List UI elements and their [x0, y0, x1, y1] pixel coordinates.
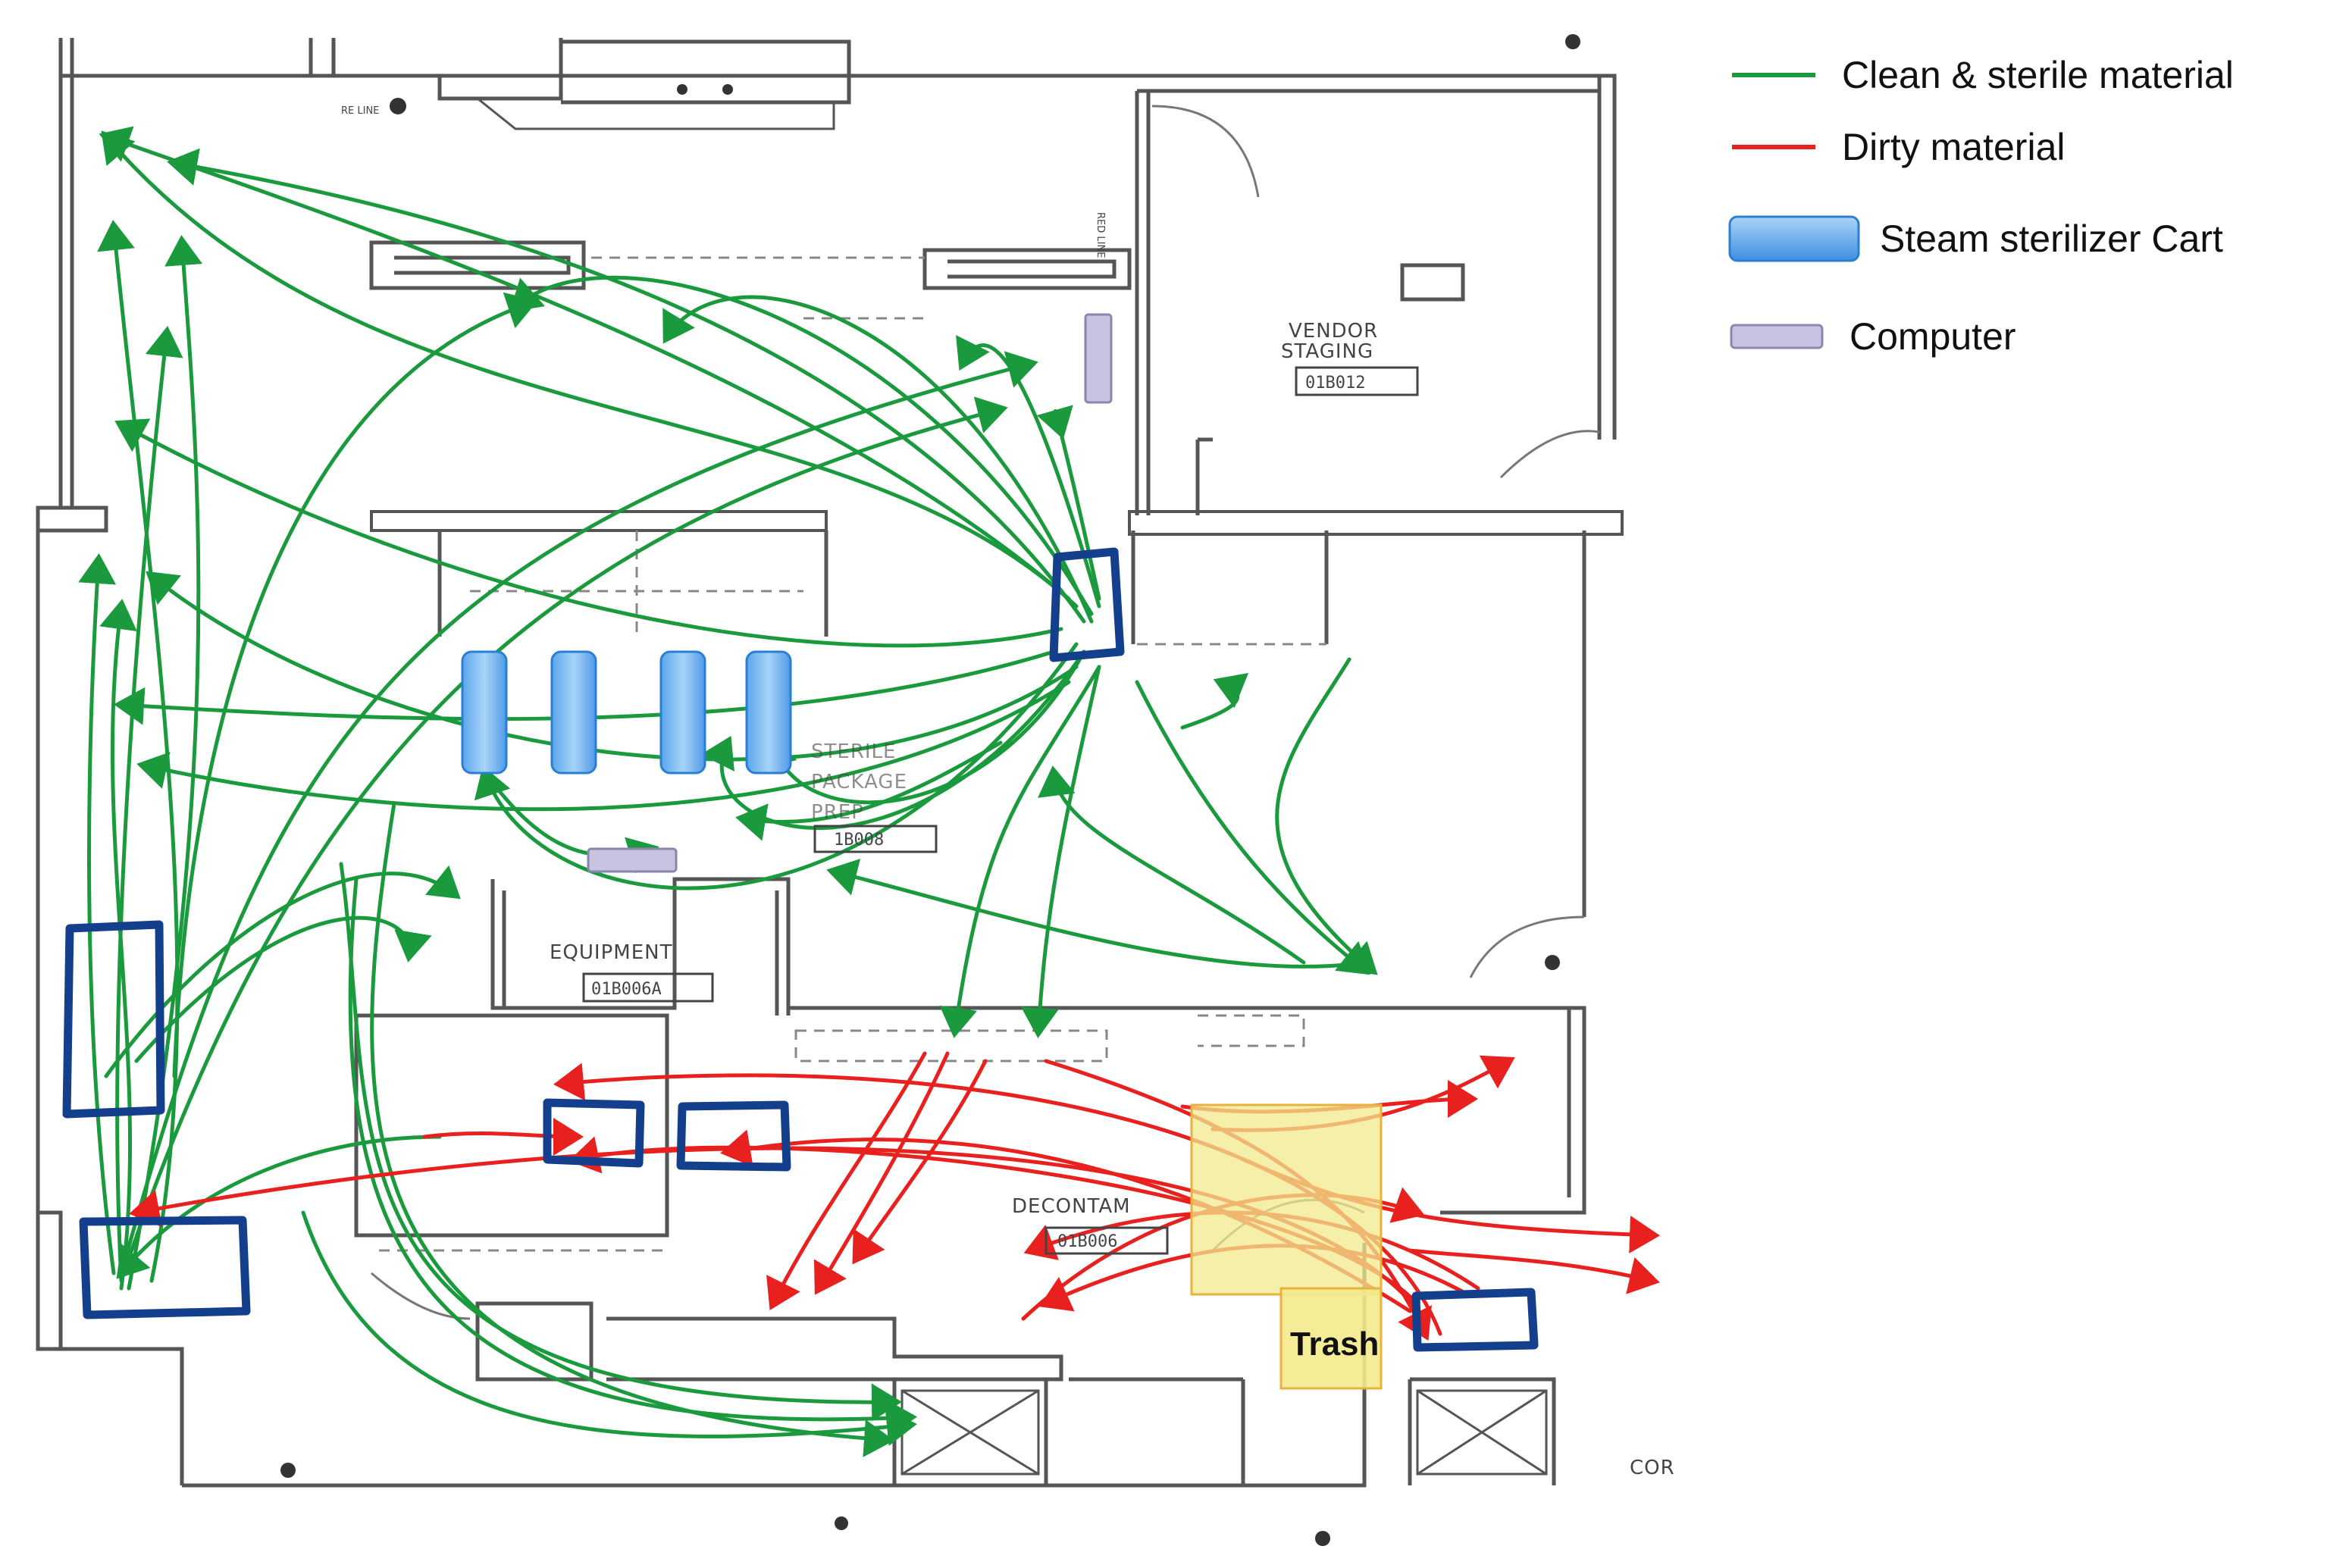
dashed-guides	[379, 256, 1326, 1252]
decontam-id: 01B006	[1057, 1232, 1117, 1251]
trash-label: Trash	[1290, 1325, 1379, 1363]
blue-markers	[62, 547, 1539, 1352]
vendor-staging-label-line2: STAGING	[1281, 340, 1373, 363]
walls	[36, 38, 1624, 1488]
fixture-dots	[280, 34, 1580, 1546]
computers	[587, 313, 1113, 873]
sterilizer-cart-2	[550, 650, 597, 775]
legend-computer-label: Computer	[1849, 315, 2016, 358]
legend-clean-swatch	[1732, 73, 1815, 77]
steam-sterilizer-carts	[461, 650, 792, 775]
equipment-id: 01B006A	[591, 980, 662, 999]
sterile-label-line1: STERILE	[811, 740, 896, 763]
equipment-label: EQUIPMENT	[550, 941, 672, 964]
marker-sterile-entry	[1049, 547, 1125, 662]
cor-label: COR	[1630, 1457, 1675, 1479]
marker-decon-right	[1411, 1288, 1539, 1352]
room-labels: VENDOR STAGING 01B012 STERILE PACKAGE PR…	[341, 105, 1675, 1479]
decontam-label: DECONTAM	[1012, 1195, 1131, 1218]
legend-cart-label: Steam sterilizer Cart	[1880, 218, 2223, 260]
sterile-package-id: 1B008	[834, 831, 884, 850]
legend-cart: Steam sterilizer Cart	[1728, 212, 2223, 265]
trash-area	[1190, 1103, 1383, 1390]
legend-computer-swatch	[1730, 324, 1824, 349]
legend-clean: Clean & sterile material	[1728, 53, 2234, 97]
marker-bottom-left	[79, 1216, 251, 1319]
clean-material-paths	[78, 126, 1378, 1457]
sterile-label-line3: PREP	[811, 801, 864, 824]
legend-dirty-label: Dirty material	[1842, 126, 2066, 168]
legend-computer: Computer	[1728, 315, 2016, 358]
marker-decon-1	[543, 1098, 645, 1168]
sterilizer-cart-3	[659, 650, 706, 775]
computer-sterile	[587, 847, 678, 873]
sterilizer-cart-1	[461, 650, 508, 775]
marker-left-wall	[62, 920, 165, 1119]
legend-dirty-swatch	[1732, 145, 1815, 149]
legend-clean-label: Clean & sterile material	[1842, 54, 2234, 96]
vendor-staging-label-line1: VENDOR	[1289, 320, 1378, 343]
reline-label: RE LINE	[341, 105, 379, 117]
sterile-label-line2: PACKAGE	[811, 771, 907, 793]
marker-decon-2	[676, 1100, 791, 1172]
red-line-label: RED LINE	[1095, 212, 1106, 258]
legend-cart-swatch	[1728, 215, 1860, 262]
sterilizer-cart-4	[745, 650, 792, 775]
vendor-staging-id: 01B012	[1305, 374, 1365, 393]
legend-dirty: Dirty material	[1728, 125, 2065, 169]
computer-vendor	[1084, 313, 1113, 404]
